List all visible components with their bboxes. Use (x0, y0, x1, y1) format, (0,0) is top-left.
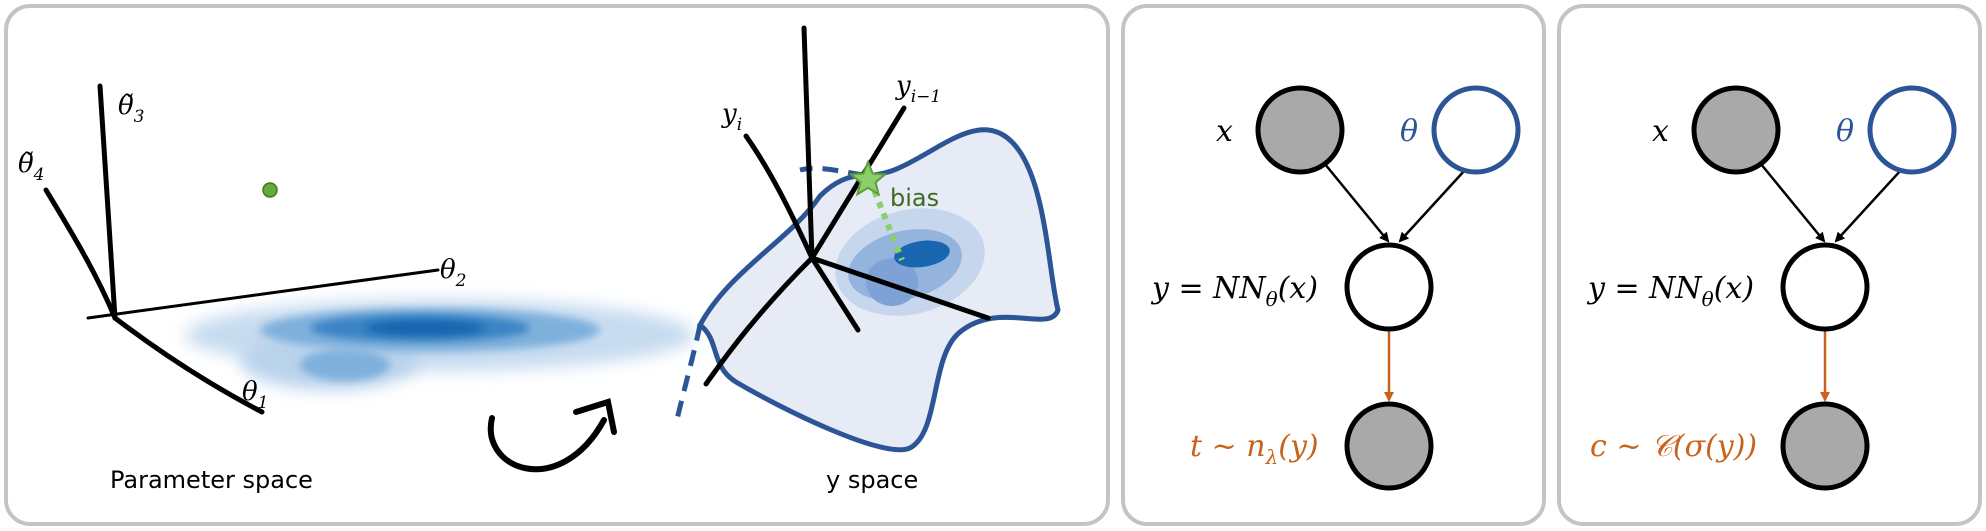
label-theta3: θ̃3 (118, 91, 144, 127)
node-theta (1867, 85, 1957, 175)
reg-label-t: t ~ nλ(y) (1190, 429, 1319, 469)
y-space-caption: y space (826, 466, 918, 494)
axis-right (809, 255, 991, 321)
cls-label-c: c ~ 𝒞(σ(y)) (1590, 429, 1757, 464)
cls-label-x: x (1652, 114, 1669, 149)
bias-star (848, 159, 888, 197)
edge-x-to-y (1319, 157, 1390, 243)
parameter-axes (43, 83, 440, 415)
cls-label-theta: θ (1836, 114, 1854, 149)
axis-front (703, 255, 815, 387)
bias-label: bias (890, 184, 939, 212)
parameter-point (262, 182, 278, 198)
node-y (1780, 242, 1870, 332)
label-yi: yi (721, 99, 742, 135)
reg-label-x: x (1216, 114, 1233, 149)
label-yi-minus-1: yi−1 (895, 71, 941, 107)
reg-label-y-eq: y = NNθ(x) (1150, 271, 1318, 311)
cls-label-y-eq: y = NNθ(x) (1586, 271, 1754, 311)
label-theta4: θ̃4 (18, 149, 44, 185)
classification-graph: x θ y = NNθ(x) c ~ 𝒞(σ(y)) (1586, 85, 1957, 491)
mapping-arrow (487, 398, 617, 473)
node-x (1691, 85, 1781, 175)
axis-yi-1 (809, 105, 907, 261)
axis-down (809, 255, 861, 333)
regression-graph: x θ y = NNθ(x) t ~ nλ(y) (1150, 85, 1521, 491)
parameter-density-cloud (185, 299, 695, 390)
y-space-density (835, 208, 985, 316)
label-theta1: θ1 (242, 377, 268, 413)
axis-vertical (801, 25, 815, 261)
axis-theta1 (112, 315, 265, 415)
edge-x-to-y (1755, 157, 1826, 243)
axis-theta3 (97, 83, 118, 321)
parameter-space-caption: Parameter space (110, 466, 313, 494)
node-c (1780, 401, 1870, 491)
y-axes (703, 25, 991, 387)
axis-yi (743, 133, 815, 261)
node-t (1344, 401, 1434, 491)
reg-label-theta: θ (1400, 114, 1418, 149)
node-y (1344, 242, 1434, 332)
axis-theta4 (43, 187, 118, 321)
node-theta (1431, 85, 1521, 175)
label-theta2: θ2 (440, 255, 466, 291)
node-x (1255, 85, 1345, 175)
axis-theta2 (86, 268, 440, 320)
